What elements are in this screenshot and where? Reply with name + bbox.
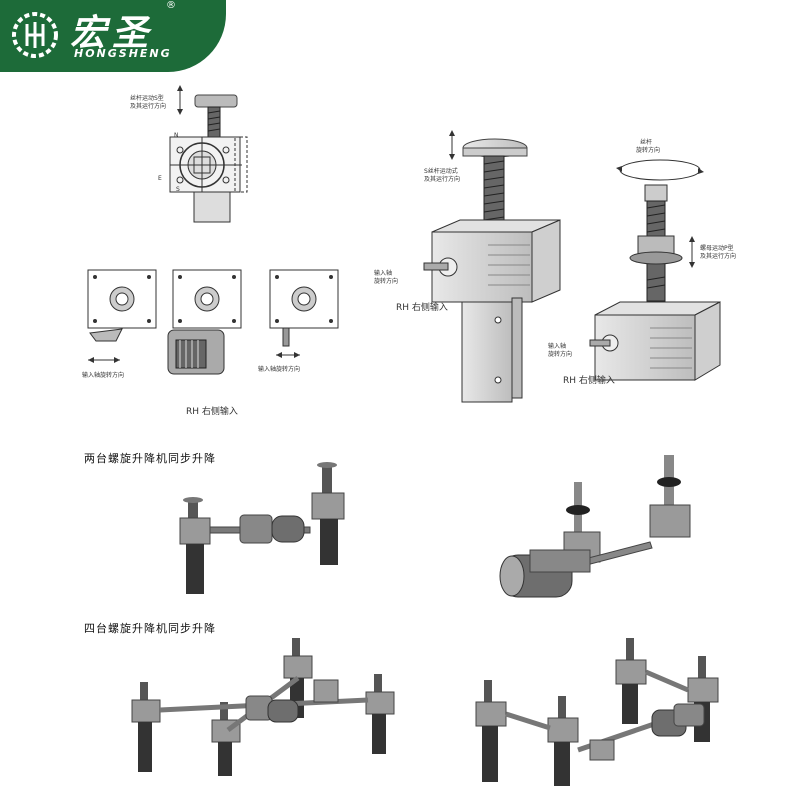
input-rotation-label-2: 输入轴旋转方向: [258, 366, 301, 373]
registered-mark: ®: [166, 0, 176, 11]
screw-motion-label-2: 及其运行方向: [130, 103, 167, 110]
section-title-two-units: 两台螺旋升降机同步升降: [84, 452, 216, 465]
section-title-four-units: 四台螺旋升降机同步升降: [84, 622, 216, 635]
jack-3d-illustrations: [423, 130, 721, 403]
four-jack-system-right: [475, 638, 719, 786]
input-direction-views: [87, 269, 339, 375]
rh-label-2: RH 右侧输入: [563, 376, 615, 386]
input-shaft-label-2b: 旋转方向: [548, 351, 573, 358]
screw-rotation-label-2: 旋转方向: [636, 147, 661, 154]
jack-top-view-drawing: [169, 85, 248, 223]
input-rotation-label-1: 输入轴旋转方向: [82, 372, 125, 379]
input-shaft-label-1b: 旋转方向: [374, 278, 399, 285]
two-jack-system-right: [499, 455, 691, 598]
input-shaft-label-2: 输入轴: [548, 343, 567, 350]
brand-name-cn: 宏圣: [70, 12, 155, 54]
view-label-n: N: [174, 132, 179, 139]
rh-label-1: RH 右侧输入: [396, 303, 448, 313]
nut-type-label: 螺母运动P型: [700, 245, 734, 252]
four-jack-system-left: [131, 638, 395, 776]
nut-type-label-2: 及其运行方向: [700, 253, 737, 260]
screw-motion-label: 丝杆运动S型: [130, 95, 164, 102]
view-label-e: E: [158, 175, 162, 182]
rh-right-input-label: RH 右侧输入: [186, 407, 238, 417]
s-type-label-2: 及其运行方向: [424, 176, 461, 183]
input-shaft-label-1: 输入轴: [374, 270, 393, 277]
two-jack-system-left: [179, 462, 345, 594]
s-type-label: S丝杆运动式: [424, 168, 458, 175]
view-label-s: S: [176, 186, 180, 193]
screw-rotation-label: 丝杆: [640, 139, 653, 146]
brand-name-en: HONGSHENG: [74, 47, 172, 60]
brand-logo-icon: [12, 12, 58, 58]
